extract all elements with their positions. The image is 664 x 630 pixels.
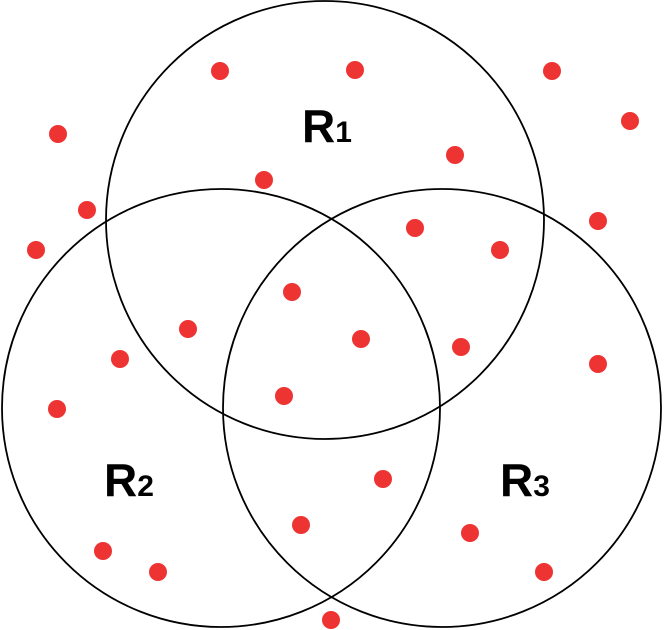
sample-point: [621, 112, 639, 130]
sample-point: [346, 61, 364, 79]
region-r3-label-subscript: 3: [533, 470, 550, 503]
sample-points: [27, 61, 639, 629]
region-r2-label: R2: [104, 454, 154, 506]
region-r3-label-letter: R: [500, 454, 533, 506]
region-r2-label-subscript: 2: [137, 470, 154, 503]
sample-point: [292, 516, 310, 534]
region-r1-label: R1: [302, 100, 352, 152]
sample-point: [374, 470, 392, 488]
sample-point: [491, 241, 509, 259]
sample-point: [48, 400, 66, 418]
sample-point: [589, 212, 607, 230]
sample-point: [149, 563, 167, 581]
sample-point: [461, 524, 479, 542]
sample-point: [406, 219, 424, 237]
sample-point: [255, 171, 273, 189]
sample-point: [179, 320, 197, 338]
sample-point: [211, 62, 229, 80]
sample-point: [543, 62, 561, 80]
sample-point: [589, 355, 607, 373]
region-r1-label-subscript: 1: [335, 116, 352, 149]
region-r1-label-letter: R: [302, 100, 335, 152]
sample-point: [275, 387, 293, 405]
region-r2-circle: [1, 188, 441, 628]
sample-point: [452, 338, 470, 356]
sample-point: [49, 125, 67, 143]
sample-point: [352, 330, 370, 348]
sample-point: [446, 146, 464, 164]
sample-point: [27, 241, 45, 259]
region-r3-label: R3: [500, 454, 550, 506]
sample-point: [111, 350, 129, 368]
sample-point: [78, 201, 96, 219]
sample-point: [322, 611, 340, 629]
sample-point: [283, 283, 301, 301]
region-r2-label-letter: R: [104, 454, 137, 506]
region-r3-circle: [222, 188, 662, 628]
sample-point: [94, 542, 112, 560]
sample-point: [535, 563, 553, 581]
region-r1-circle: [105, 0, 545, 440]
